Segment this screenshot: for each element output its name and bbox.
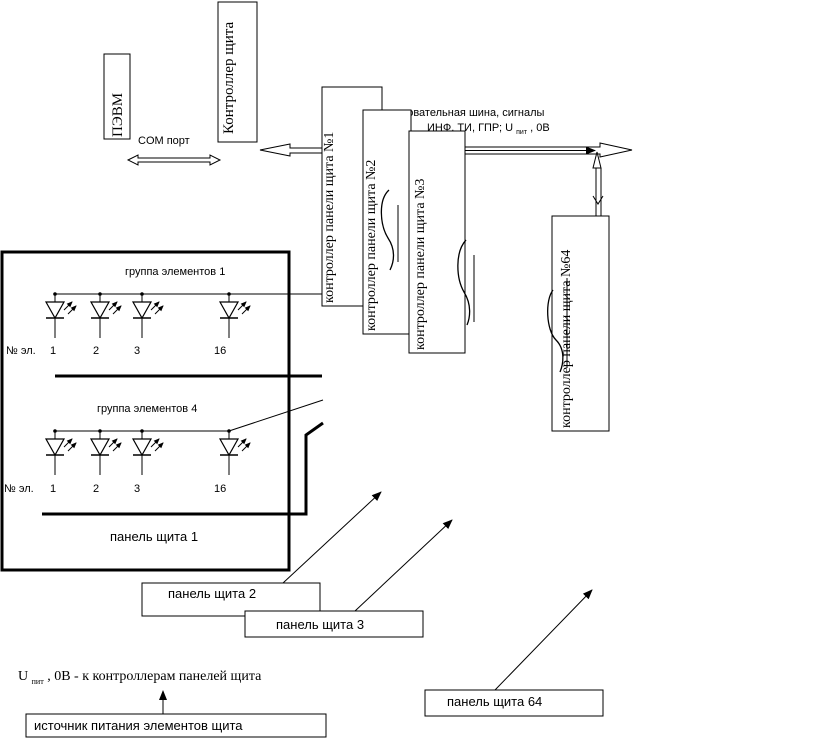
group-4-bus-link [228, 399, 324, 432]
power-note-subscript: пит [32, 677, 45, 686]
group-1-diode-3-icon [133, 294, 163, 338]
power-note: U пит , 0В - к контроллерам панелей щита [18, 669, 262, 688]
panel-3-pointer [354, 519, 453, 612]
group-1-element-number: 16 [214, 345, 226, 357]
group-1-element-number: 3 [134, 345, 140, 357]
com-port-arrow [126, 154, 222, 166]
pc-box: ПЭВМ [103, 53, 131, 140]
panel-64-label: панель щита 64 [447, 694, 542, 709]
group-4-diode-2-icon [91, 431, 121, 475]
group-4-ground-line [42, 421, 324, 516]
panel-3-label: панель щита 3 [276, 617, 364, 632]
bus-power-subscript: пит [516, 129, 528, 136]
group-1-label: группа элементов 1 [125, 266, 225, 278]
group-4-element-number: 3 [134, 483, 140, 495]
panel-controller-box: Контроллер щита [217, 1, 258, 143]
group-4-element-number: 1 [50, 483, 56, 495]
bus-signals-label: следовательная шина, сигналы [383, 107, 544, 119]
bus-arrow-right [464, 142, 633, 158]
group-4-diode-1-icon [46, 431, 76, 475]
group-1-element-no-label: № эл. [6, 345, 36, 357]
group-4-element-number: 16 [214, 483, 226, 495]
group-4-element-no-label: № эл. [4, 483, 34, 495]
panel-3-box: панель щита 3 [244, 610, 424, 638]
ctrl-panel-3-label: контроллер панели щита №3 [413, 179, 428, 350]
group-4-label: группа элементов 4 [97, 403, 197, 415]
com-port-label: COM порт [138, 135, 190, 147]
group-1-diode-16-icon [220, 294, 250, 338]
panel-1-label: панель щита 1 [110, 529, 198, 544]
power-note-text-a: U [18, 669, 28, 684]
panel-2-pointer [282, 491, 382, 584]
group-1-element-number: 1 [50, 345, 56, 357]
pc-label: ПЭВМ [110, 93, 126, 137]
ctrl-panel-3-box: контроллер панели щита №3 [408, 130, 475, 354]
ctrl-panel-64-box: контроллер панели щита №64 [547, 215, 610, 432]
group-4-diode-3-icon [133, 431, 163, 475]
panel-2-label: панель щита 2 [168, 586, 256, 601]
bus-arrow-left [259, 143, 324, 157]
power-note-text-b: , 0В - к контроллерам панелей щита [47, 669, 262, 684]
ctrl-panel-1-label: контроллер панели щита №1 [322, 132, 337, 303]
ctrl-panel-2-box: контроллер панели щита №2 [362, 109, 412, 335]
panel-64-box: панель щита 64 [424, 689, 604, 717]
ctrl-panel-2-label: контроллер панели щита №2 [364, 160, 379, 331]
group-1-diode-1-icon [46, 294, 76, 338]
power-source-label: источник питания элементов щита [34, 718, 243, 733]
group-1-element-number: 2 [93, 345, 99, 357]
panel-64-pointer [494, 589, 593, 691]
power-source-box: источник питания элементов щита [25, 713, 327, 738]
group-1-diode-2-icon [91, 294, 121, 338]
bus-power-text-b: , 0В [530, 122, 550, 134]
group-4-diode-16-icon [220, 431, 250, 475]
ctrl-64-bus-link [592, 151, 604, 216]
group-4-element-number: 2 [93, 483, 99, 495]
panel-controller-label: Контроллер щита [221, 21, 237, 134]
